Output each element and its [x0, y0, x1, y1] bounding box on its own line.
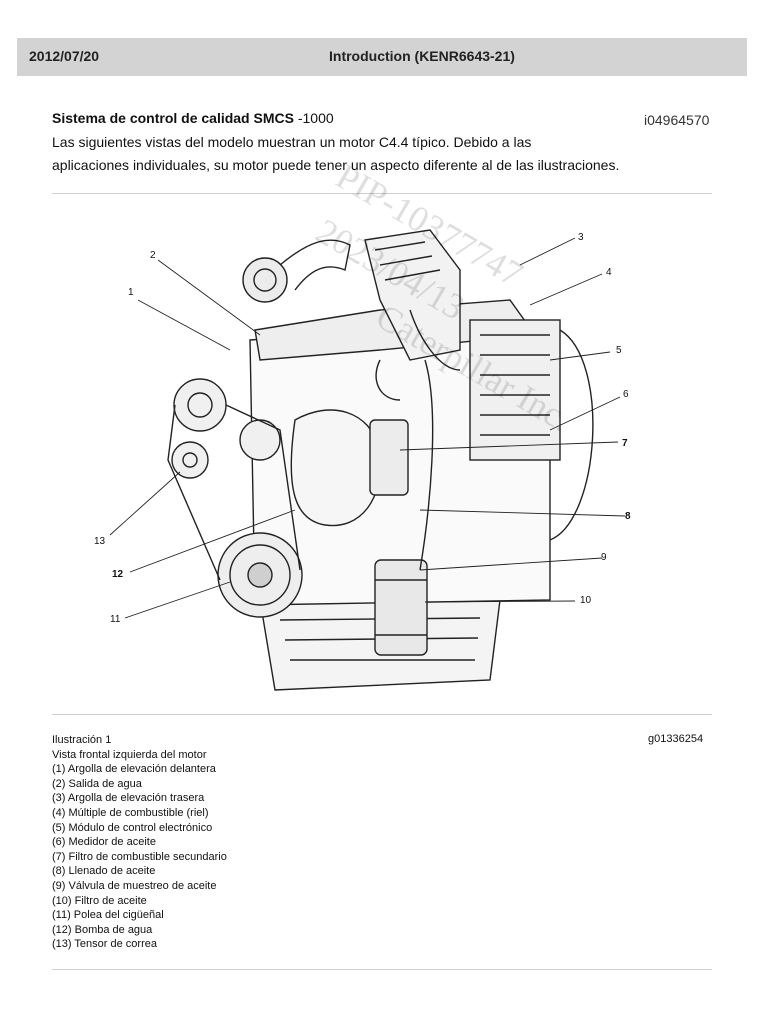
caption-subtitle: Vista frontal izquierda del motor — [52, 748, 207, 761]
callout-12: 12 — [112, 569, 124, 580]
caption-item-7: (7) Filtro de combustible secundario — [52, 850, 227, 863]
figure-code: g01336254 — [648, 733, 704, 745]
intro-line-1: Las siguientes vistas del modelo muestra… — [52, 134, 532, 150]
document-id: i04964570 — [644, 112, 710, 128]
divider-figure — [52, 714, 712, 715]
callout-5: 5 — [616, 345, 622, 356]
header-title: Introduction (KENR6643-21) — [329, 48, 515, 64]
caption-item-11: (11) Polea del cigüeñal — [52, 909, 164, 922]
intro-line-2: aplicaciones individuales, su motor pued… — [52, 157, 620, 173]
callout-1: 1 — [128, 287, 134, 298]
caption-item-12: (12) Bomba de agua — [52, 923, 153, 936]
header-date: 2012/07/20 — [29, 48, 100, 64]
caption-item-2: (2) Salida de agua — [52, 777, 142, 790]
caption-item-4: (4) Múltiple de combustible (riel) — [52, 806, 209, 819]
caption-item-1: (1) Argolla de elevación delantera — [52, 763, 216, 776]
divider-bottom — [52, 969, 712, 970]
caption-item-8: (8) Llenado de aceite — [52, 865, 156, 878]
page-header: 2012/07/20 Introduction (KENR6643-21) — [17, 38, 747, 76]
callout-6: 6 — [623, 389, 629, 400]
caption-item-9: (9) Válvula de muestreo de aceite — [52, 879, 217, 892]
figure-caption: Ilustración 1 Vista frontal izquierda de… — [52, 733, 227, 952]
callout-10: 10 — [580, 595, 592, 606]
callout-13: 13 — [94, 536, 106, 547]
callout-11: 11 — [110, 614, 121, 625]
caption-item-6: (6) Medidor de aceite — [52, 836, 156, 849]
callout-8: 8 — [625, 511, 631, 522]
caption-item-13: (13) Tensor de correa — [52, 938, 157, 951]
callout-4: 4 — [606, 267, 612, 278]
callout-3: 3 — [578, 232, 584, 243]
divider-top — [52, 193, 712, 194]
section-title-name: Sistema de control de calidad SMCS — [52, 110, 294, 126]
intro-paragraph: Las siguientes vistas del modelo muestra… — [52, 131, 692, 177]
section-title: Sistema de control de calidad SMCS -1000 — [52, 110, 334, 126]
callout-2: 2 — [150, 250, 156, 261]
caption-item-3: (3) Argolla de elevación trasera — [52, 792, 205, 805]
callout-9: 9 — [601, 552, 607, 563]
callout-7: 7 — [622, 438, 628, 449]
caption-label: Ilustración 1 — [52, 734, 112, 746]
engine-illustration-icon: 1 2 3 4 5 6 7 8 9 10 11 12 13 — [94, 229, 631, 691]
section-title-code: -1000 — [293, 110, 334, 126]
caption-item-10: (10) Filtro de aceite — [52, 894, 147, 907]
engine-figure: 1 2 3 4 5 6 7 8 9 10 11 12 13 — [80, 210, 680, 700]
caption-item-5: (5) Módulo de control electrónico — [52, 821, 213, 834]
